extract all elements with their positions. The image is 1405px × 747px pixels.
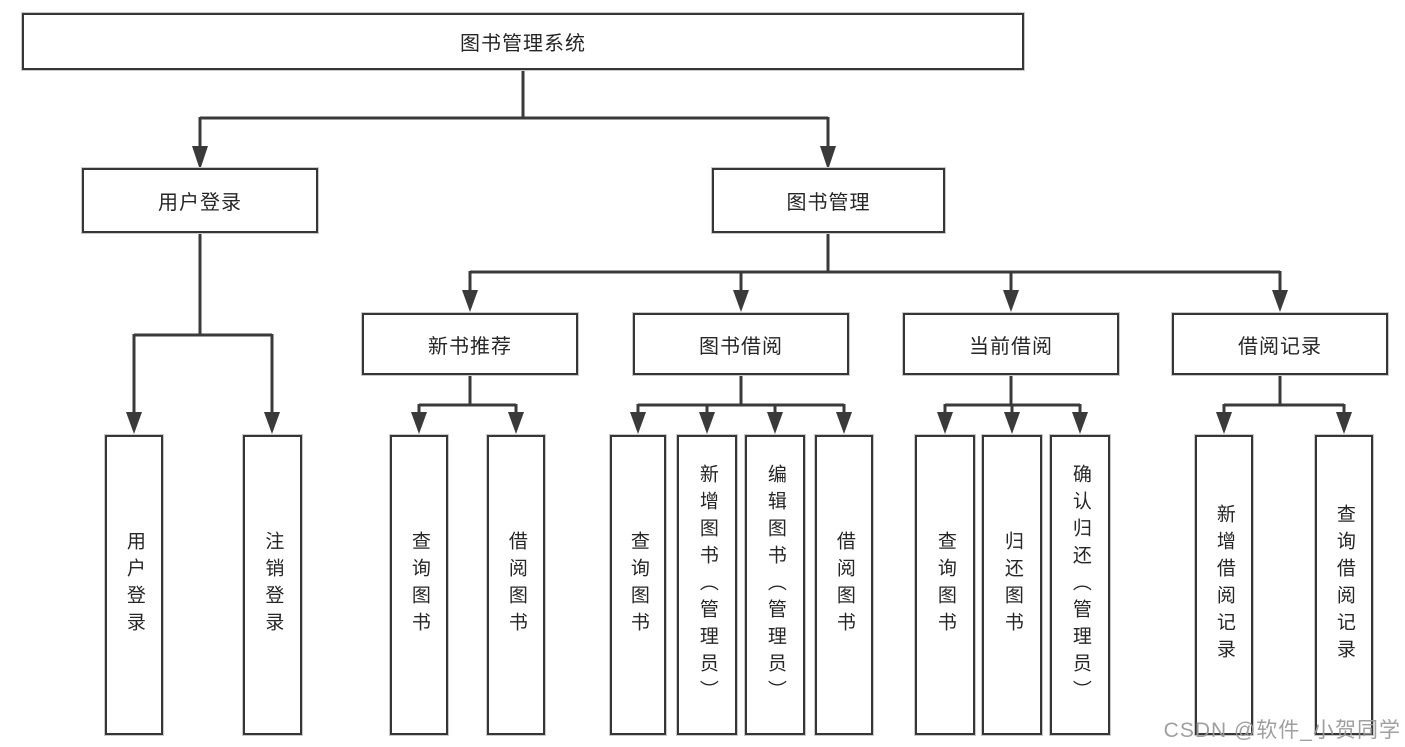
leaf-return-books-label: 归还图书 (1001, 531, 1023, 639)
leaf-borrow-books-label: 借阅图书 (833, 531, 855, 639)
leaf-recommend-query-books-label: 查询图书 (408, 531, 430, 639)
node-book-management-branch-label: 图书管理 (786, 192, 871, 214)
node-user-login-branch: 用户登录 (82, 168, 318, 233)
leaf-current-query-books-label: 查询图书 (934, 531, 956, 639)
node-borrow-records: 借阅记录 (1172, 313, 1388, 375)
leaf-current-query-books: 查询图书 (915, 435, 975, 735)
leaf-add-books-admin-label: 新增图书（管理员） (696, 463, 718, 707)
leaf-borrow-query-books-label: 查询图书 (627, 531, 649, 639)
leaf-edit-books-admin: 编辑图书（管理员） (745, 435, 805, 735)
leaf-recommend-borrow-books-label: 借阅图书 (505, 531, 527, 639)
leaf-recommend-query-books: 查询图书 (390, 435, 448, 735)
leaf-user-login: 用户登录 (105, 435, 163, 735)
leaf-return-books: 归还图书 (982, 435, 1042, 735)
leaf-borrow-query-books: 查询图书 (610, 435, 666, 735)
leaf-query-borrow-record: 查询借阅记录 (1315, 435, 1373, 735)
leaf-confirm-return-admin: 确认归还（管理员） (1050, 435, 1110, 735)
csdn-watermark: CSDN @软件_小贺同学 (1163, 719, 1401, 742)
node-root-system-label: 图书管理系统 (460, 33, 586, 55)
node-book-borrow-label: 图书借阅 (699, 335, 783, 358)
leaf-add-books-admin: 新增图书（管理员） (677, 435, 737, 735)
leaf-add-borrow-record-label: 新增借阅记录 (1213, 504, 1235, 666)
leaf-user-login-label: 用户登录 (123, 531, 145, 639)
node-current-borrow: 当前借阅 (903, 313, 1119, 375)
leaf-borrow-books: 借阅图书 (815, 435, 873, 735)
node-new-book-recommend: 新书推荐 (362, 313, 578, 375)
leaf-logout: 注销登录 (243, 435, 302, 735)
leaf-confirm-return-admin-label: 确认归还（管理员） (1069, 463, 1091, 707)
leaf-logout-label: 注销登录 (262, 531, 284, 639)
node-root-system: 图书管理系统 (22, 13, 1024, 70)
leaf-edit-books-admin-label: 编辑图书（管理员） (764, 463, 786, 707)
node-borrow-records-label: 借阅记录 (1238, 335, 1322, 358)
node-user-login-branch-label: 用户登录 (158, 192, 242, 214)
leaf-add-borrow-record: 新增借阅记录 (1195, 435, 1253, 735)
node-book-management-branch: 图书管理 (712, 168, 945, 233)
leaf-recommend-borrow-books: 借阅图书 (487, 435, 545, 735)
node-book-borrow: 图书借阅 (633, 313, 849, 375)
node-new-book-recommend-label: 新书推荐 (428, 335, 512, 358)
leaf-query-borrow-record-label: 查询借阅记录 (1333, 504, 1355, 666)
node-current-borrow-label: 当前借阅 (969, 335, 1053, 358)
